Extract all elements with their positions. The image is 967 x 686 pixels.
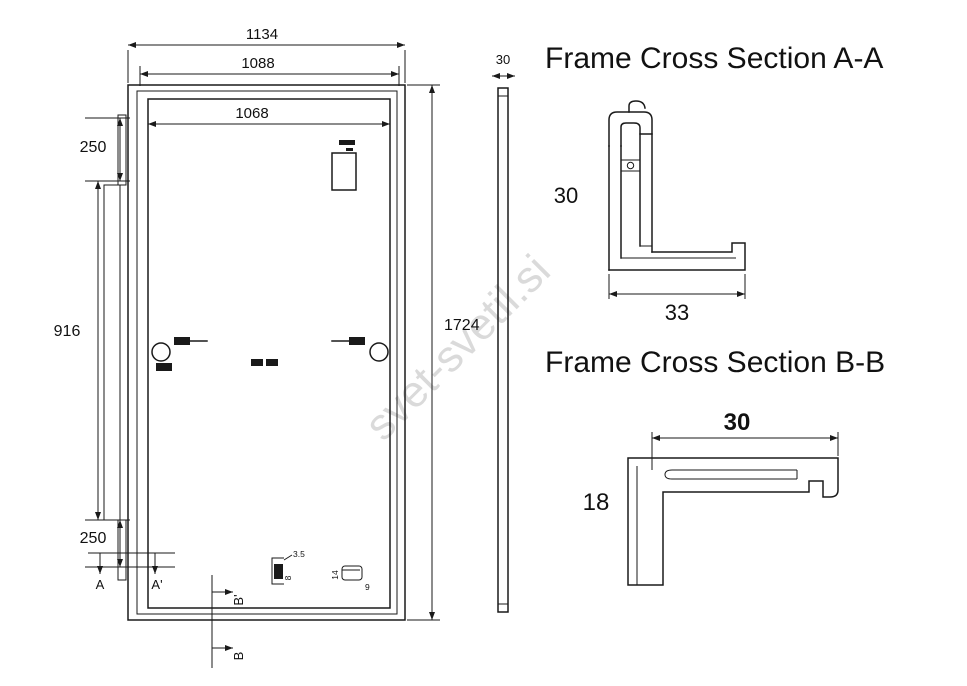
mc4-connector-center-b — [266, 359, 278, 366]
mc4-connector-right — [349, 337, 365, 345]
dim-glass-width-label: 1068 — [235, 105, 268, 122]
mc4-connector-center-a — [251, 359, 263, 366]
dim-mounting-span: 916 — [54, 181, 130, 521]
side-profile-view: 30 — [492, 52, 515, 613]
mounting-rail — [103, 114, 127, 581]
dim-top-offset-label: 250 — [80, 139, 107, 156]
dim-outer-width: 1134 — [127, 26, 406, 83]
dim-bb-width: 30 — [651, 409, 839, 470]
side-thickness-label: 30 — [496, 52, 510, 67]
dim-aa-width: 33 — [608, 274, 746, 325]
cable-assembly — [151, 337, 389, 371]
detail-stud-width-label: 9 — [365, 582, 370, 592]
glass-rect — [147, 98, 391, 609]
frame-mid-rect — [136, 90, 398, 615]
panel-rear-view: 1134 1088 1068 250 916 250 — [54, 26, 480, 668]
section-bb-title: Frame Cross Section B-B — [545, 346, 885, 379]
dim-total-height-label: 1724 — [444, 317, 480, 334]
section-marker-b-prime-label: B' — [231, 594, 246, 605]
dim-outer-width-label: 1134 — [246, 26, 278, 43]
cable-coil-left — [151, 342, 171, 362]
dim-bottom-offset: 250 — [80, 520, 130, 568]
frame-outer-rect — [127, 84, 406, 621]
detail-clamp-dim-label: 3.5 — [293, 549, 305, 559]
mc4-connector-left — [174, 337, 190, 345]
dim-bottom-offset-label: 250 — [80, 530, 107, 547]
dim-total-height: 1724 — [407, 84, 480, 621]
detail-clamp-depth-label: 8 — [283, 575, 293, 580]
section-aa-profile — [608, 100, 746, 271]
section-marker-a-prime-label: A' — [151, 577, 162, 592]
detail-stud-length-label: 14 — [330, 570, 340, 580]
section-line-a: A A' — [88, 552, 175, 592]
section-marker-a-label: A — [96, 577, 105, 592]
cable-coil-right — [369, 342, 389, 362]
dim-frame-width-label: 1088 — [241, 55, 274, 72]
detail-stud: 14 9 — [330, 565, 370, 592]
dim-aa-width-label: 33 — [665, 300, 689, 325]
junction-box — [331, 140, 357, 191]
dim-bb-height-label: 18 — [583, 489, 610, 516]
dim-mounting-span-label: 916 — [54, 323, 81, 340]
dim-top-offset: 250 — [80, 117, 130, 182]
dim-bb-width-label: 30 — [724, 409, 751, 436]
dim-glass-width: 1068 — [148, 105, 390, 127]
detail-clamp: 3.5 8 — [271, 549, 305, 585]
section-bb-profile — [627, 457, 839, 586]
mc4-connector-left-2 — [156, 363, 172, 371]
dim-aa-height-label: 30 — [554, 183, 578, 208]
section-marker-b-label: B — [231, 652, 246, 661]
section-line-b: B' B — [211, 575, 246, 668]
section-aa-title: Frame Cross Section A-A — [545, 42, 883, 75]
dim-frame-width: 1088 — [139, 55, 400, 86]
